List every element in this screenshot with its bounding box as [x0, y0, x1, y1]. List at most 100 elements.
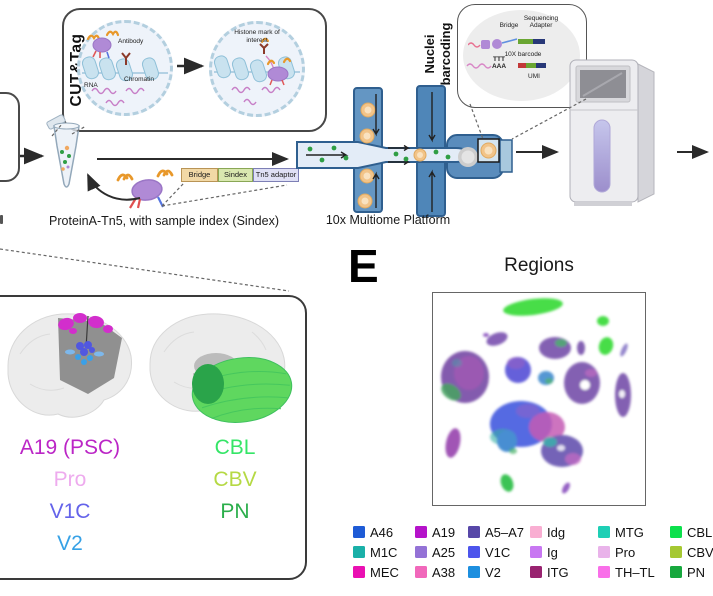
legend-column: MTG Pro TH–TL	[598, 522, 655, 582]
clipped-text-remnant	[0, 215, 3, 224]
region-label: PN	[220, 500, 250, 523]
legend-column: Idg Ig ITG	[530, 522, 569, 582]
bridge-segment: Bridge	[181, 168, 218, 182]
umap-title: Regions	[504, 255, 574, 276]
legend-item: MTG	[598, 522, 655, 542]
legend-item: CBV	[670, 542, 713, 562]
tn5-adaptor-segment: Tn5 adaptor	[253, 168, 299, 182]
mrna-icon	[466, 63, 492, 69]
legend-swatch	[598, 546, 610, 558]
brain-regions-panel: A19 (PSC) Pro V1C V2 CBL CBV PN	[0, 295, 307, 580]
legend-item: V1C	[468, 542, 524, 562]
rna-label: RNA	[84, 82, 98, 89]
callout-background	[463, 10, 580, 101]
legend-column: A19 A25 A38	[415, 522, 455, 582]
legend-item: MEC	[353, 562, 399, 582]
chromatin-rna-icon	[81, 30, 168, 107]
proteina-tn5-mini-icon	[86, 30, 120, 59]
bridge-oligo-icon	[468, 38, 518, 49]
sequencer-icon	[569, 59, 655, 206]
pn-region	[192, 364, 224, 404]
legend-swatch	[530, 566, 542, 578]
legend-item: Pro	[598, 542, 655, 562]
legend-swatch	[353, 546, 365, 558]
callout-bridge-label: Bridge	[499, 22, 519, 29]
umap-clusters	[441, 298, 631, 494]
legend-swatch	[468, 566, 480, 578]
legend-swatch	[670, 546, 682, 558]
nucleus-after-illustration: Histone mark of interest	[209, 21, 305, 117]
legend-swatch	[353, 526, 365, 538]
legend-item: A25	[415, 542, 455, 562]
legend-item: A38	[415, 562, 455, 582]
adaptor-label-box: Bridge Sindex Tn5 adaptor	[181, 168, 299, 182]
legend-item: A19	[415, 522, 455, 542]
umap-plot	[432, 292, 646, 506]
legend-item: Ig	[530, 542, 569, 562]
region-label: CBL	[214, 436, 256, 459]
histone-mark-label: Histone mark of interest	[234, 29, 280, 44]
legend-column: CBL CBV PN	[670, 522, 713, 582]
adapter-barcode-bar	[518, 39, 545, 44]
legend-swatch	[415, 526, 427, 538]
legend-item: A46	[353, 522, 399, 542]
legend-item: PN	[670, 562, 713, 582]
chromatin-label: Chromatin	[124, 76, 154, 83]
antibody-label: Antibody	[118, 38, 144, 45]
proteina-caption: ProteinA-Tn5, with sample index (Sindex)	[49, 214, 279, 228]
legend-item: M1C	[353, 542, 399, 562]
nucleus-before-illustration: Antibody Chromatin RNA	[77, 20, 173, 116]
antibody-icon	[259, 43, 269, 54]
legend-swatch	[353, 566, 365, 578]
region-label: CBV	[213, 468, 257, 491]
region-label: Pro	[53, 468, 87, 491]
brain-right-labels: CBL CBV PN	[178, 432, 292, 528]
sindex-segment: Sindex	[218, 168, 253, 182]
brain-left-labels: A19 (PSC) Pro V1C V2	[8, 432, 132, 560]
legend-swatch	[468, 546, 480, 558]
proteina-tn5-mini-icon	[266, 57, 292, 86]
histone-mark-icon	[213, 37, 300, 106]
legend-swatch	[530, 526, 542, 538]
brain-left-illustration	[7, 313, 133, 418]
brain-right-illustration	[149, 313, 293, 423]
legend-swatch	[468, 526, 480, 538]
nuclei-dots	[307, 145, 451, 163]
platform-caption: 10x Multiome Platform	[325, 213, 451, 227]
callout-10x-barcode-label: 10X barcode	[504, 51, 542, 58]
region-label: V1C	[49, 500, 91, 523]
legend-item: TH–TL	[598, 562, 655, 582]
legend-swatch	[530, 546, 542, 558]
legend-swatch	[598, 526, 610, 538]
umi-bar	[518, 63, 546, 68]
legend-item: CBL	[670, 522, 713, 542]
tube-icon	[46, 114, 80, 188]
multiome-chip-illustration	[296, 85, 513, 217]
callout-umi-label: UMI	[528, 73, 540, 80]
a19-region	[58, 313, 113, 334]
legend-column: A5–A7 V1C V2	[468, 522, 524, 582]
legend-swatch	[415, 566, 427, 578]
legend-swatch	[598, 566, 610, 578]
legend-item: V2	[468, 562, 524, 582]
legend-swatch	[670, 566, 682, 578]
cuttag-panel: CUT&Tag	[62, 8, 327, 132]
antibody-icon	[121, 52, 131, 65]
polya-label: TTT AAA	[491, 56, 507, 70]
region-label: A19 (PSC)	[19, 436, 121, 459]
nuclei-barcoding-label: Nuclei barcoding	[422, 22, 453, 86]
region-label: V2	[57, 532, 83, 555]
legend-item: A5–A7	[468, 522, 524, 542]
panel-letter: E	[348, 240, 379, 292]
callout-seq-adapter-label: Sequencing Adapter	[523, 15, 559, 29]
legend-item: ITG	[530, 562, 569, 582]
flow-arrows	[306, 92, 436, 212]
v1c-v2-region	[65, 341, 104, 365]
legend-column: A46 M1C MEC	[353, 522, 399, 582]
previous-step-box	[0, 92, 20, 182]
legend-swatch	[670, 526, 682, 538]
legend-item: Idg	[530, 522, 569, 542]
proteina-tn5-icon	[116, 169, 174, 209]
gel-beads	[357, 102, 427, 209]
